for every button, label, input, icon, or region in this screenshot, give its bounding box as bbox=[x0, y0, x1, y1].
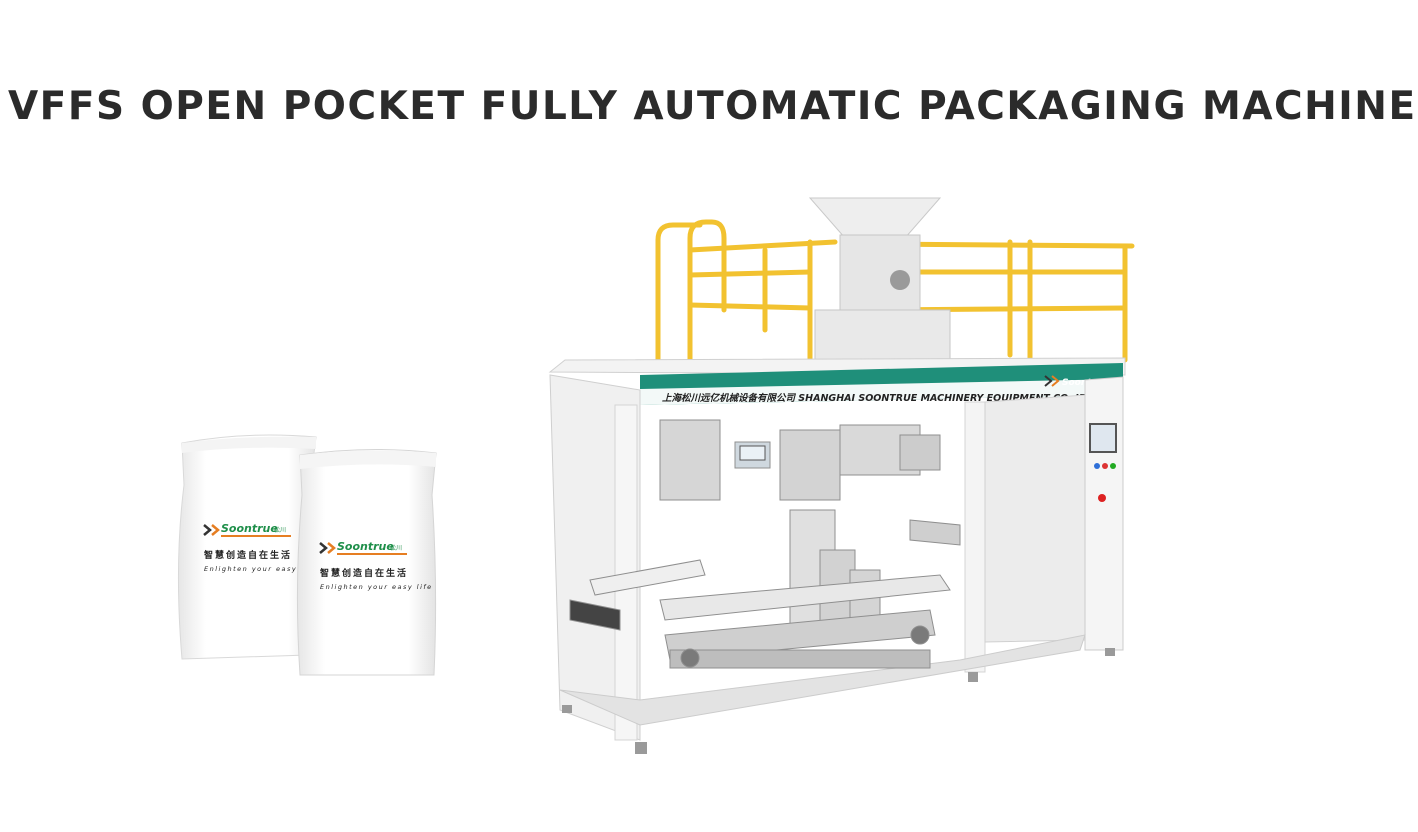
safety-railing bbox=[655, 219, 1135, 368]
machine-feet bbox=[562, 648, 1115, 754]
company-banner: 上海松川远亿机械设备有限公司 SHANGHAI SOONTRUE MACHINE… bbox=[640, 363, 1123, 405]
packaging-machine-image: 上海松川远亿机械设备有限公司 SHANGHAI SOONTRUE MACHINE… bbox=[548, 197, 1135, 754]
svg-text:Enlighten your easy life: Enlighten your easy life bbox=[320, 583, 433, 591]
svg-text:Enlighten your easy life: Enlighten your easy life bbox=[204, 565, 317, 573]
svg-text:松川: 松川 bbox=[390, 544, 402, 552]
feed-hopper bbox=[808, 197, 951, 366]
product-bags-image: Soontrue 松川 智慧创造自在生活 Enlighten your easy… bbox=[177, 434, 437, 676]
control-panel bbox=[1089, 423, 1117, 502]
product-bag-back: Soontrue 松川 智慧创造自在生活 Enlighten your easy… bbox=[177, 434, 317, 660]
bag-brand-back: Soontrue bbox=[221, 522, 278, 535]
bagging-mechanism bbox=[569, 419, 961, 669]
page-title: VFFS OPEN POCKET FULLY AUTOMATIC PACKAGI… bbox=[8, 84, 1417, 129]
product-bag-front: Soontrue 松川 智慧创造自在生活 Enlighten your easy… bbox=[296, 448, 437, 676]
svg-text:智慧创造自在生活: 智慧创造自在生活 bbox=[320, 567, 408, 579]
svg-text:智慧创造自在生活: 智慧创造自在生活 bbox=[204, 549, 292, 561]
svg-text:松川: 松川 bbox=[274, 526, 286, 534]
banner-company-name: 上海松川远亿机械设备有限公司 SHANGHAI SOONTRUE MACHINE… bbox=[662, 392, 1098, 404]
bag-brand-front: Soontrue bbox=[337, 540, 394, 553]
